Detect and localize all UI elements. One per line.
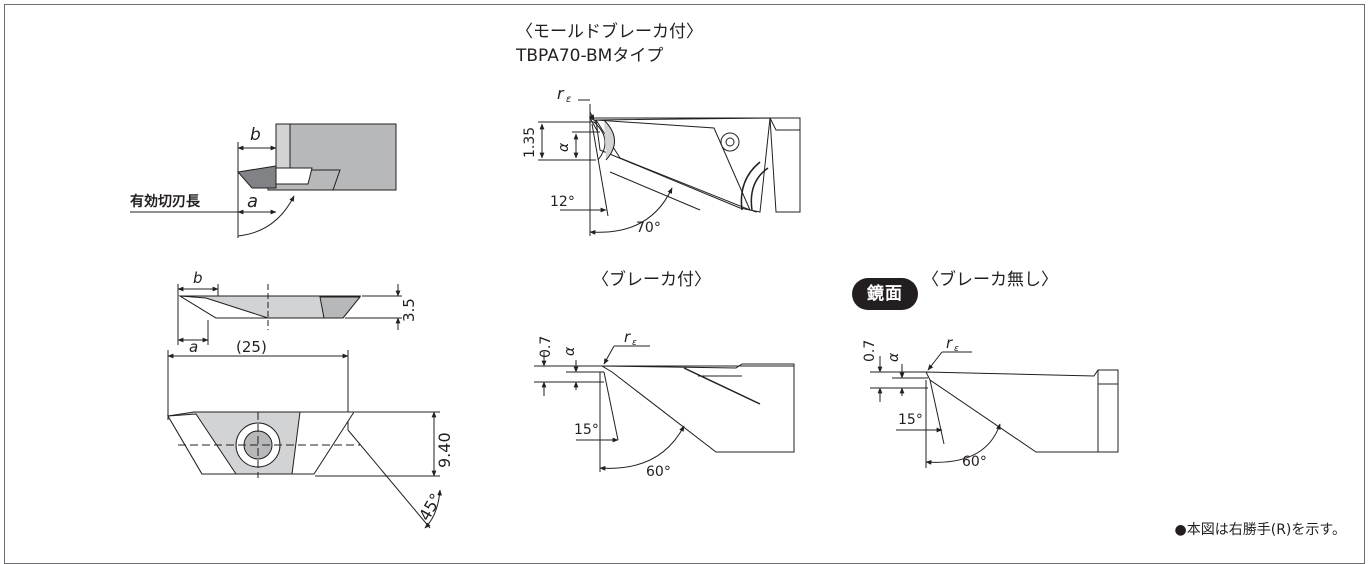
mold-breaker-detail [538,99,801,236]
without-breaker-title: 〈ブレーカ無し〉 [922,270,1058,290]
wb-60-text: 60° [646,464,671,480]
dim-940-text: 9.40 [435,432,454,468]
technical-drawing: b a 有効切刃長 b a 3.5 9.40 45° [130,84,1119,529]
wob-15-text: 15° [898,412,923,428]
mold-breaker-title: 〈モールドブレーカ付〉 [516,22,703,42]
dim-45-text: 45° [415,490,446,524]
dim-35-text: 3.5 [400,298,418,322]
dim-25-text: (25) [236,338,267,356]
mb-re-text: r [557,84,565,103]
wb-alpha-text: α [562,346,578,356]
wob-07-text: 0.7 [862,340,878,362]
wob-re-text: r [946,334,953,352]
insert-side-view [177,284,402,345]
mb-re-sub: ε [566,94,572,105]
holder-view [130,123,397,238]
side-b-text: b [193,269,203,287]
insert-top-view [167,350,442,529]
footnote: ●本図は右勝手(R)を示す。 [1174,522,1346,538]
insert-tip [237,165,277,189]
mb-135-text: 1.35 [522,127,538,158]
wb-re-sub: ε [632,338,637,348]
side-a-text: a [189,338,198,356]
without-breaker-detail [870,351,1119,468]
wob-60-text: 60° [962,454,987,470]
dim-b-text: b [250,125,261,145]
dim-a-text: a [247,191,258,212]
wob-re-sub: ε [954,344,959,354]
mb-12-text: 12° [550,194,575,210]
mb-70-text: 70° [636,220,661,236]
approach-angle-arc [237,195,295,237]
mirror-badge: 鏡面 [852,278,918,310]
mb-alpha-text: α [556,142,572,152]
wb-07-text: 0.7 [538,336,554,358]
with-breaker-detail [534,345,795,472]
effective-edge-label: 有効切刃長 [130,193,201,210]
with-breaker-title: 〈ブレーカ付〉 [592,270,711,290]
wb-re-text: r [624,328,631,346]
mold-breaker-type: TBPA70-BMタイプ [516,46,664,66]
wob-alpha-text: α [886,352,902,362]
wb-15-text: 15° [574,422,599,438]
